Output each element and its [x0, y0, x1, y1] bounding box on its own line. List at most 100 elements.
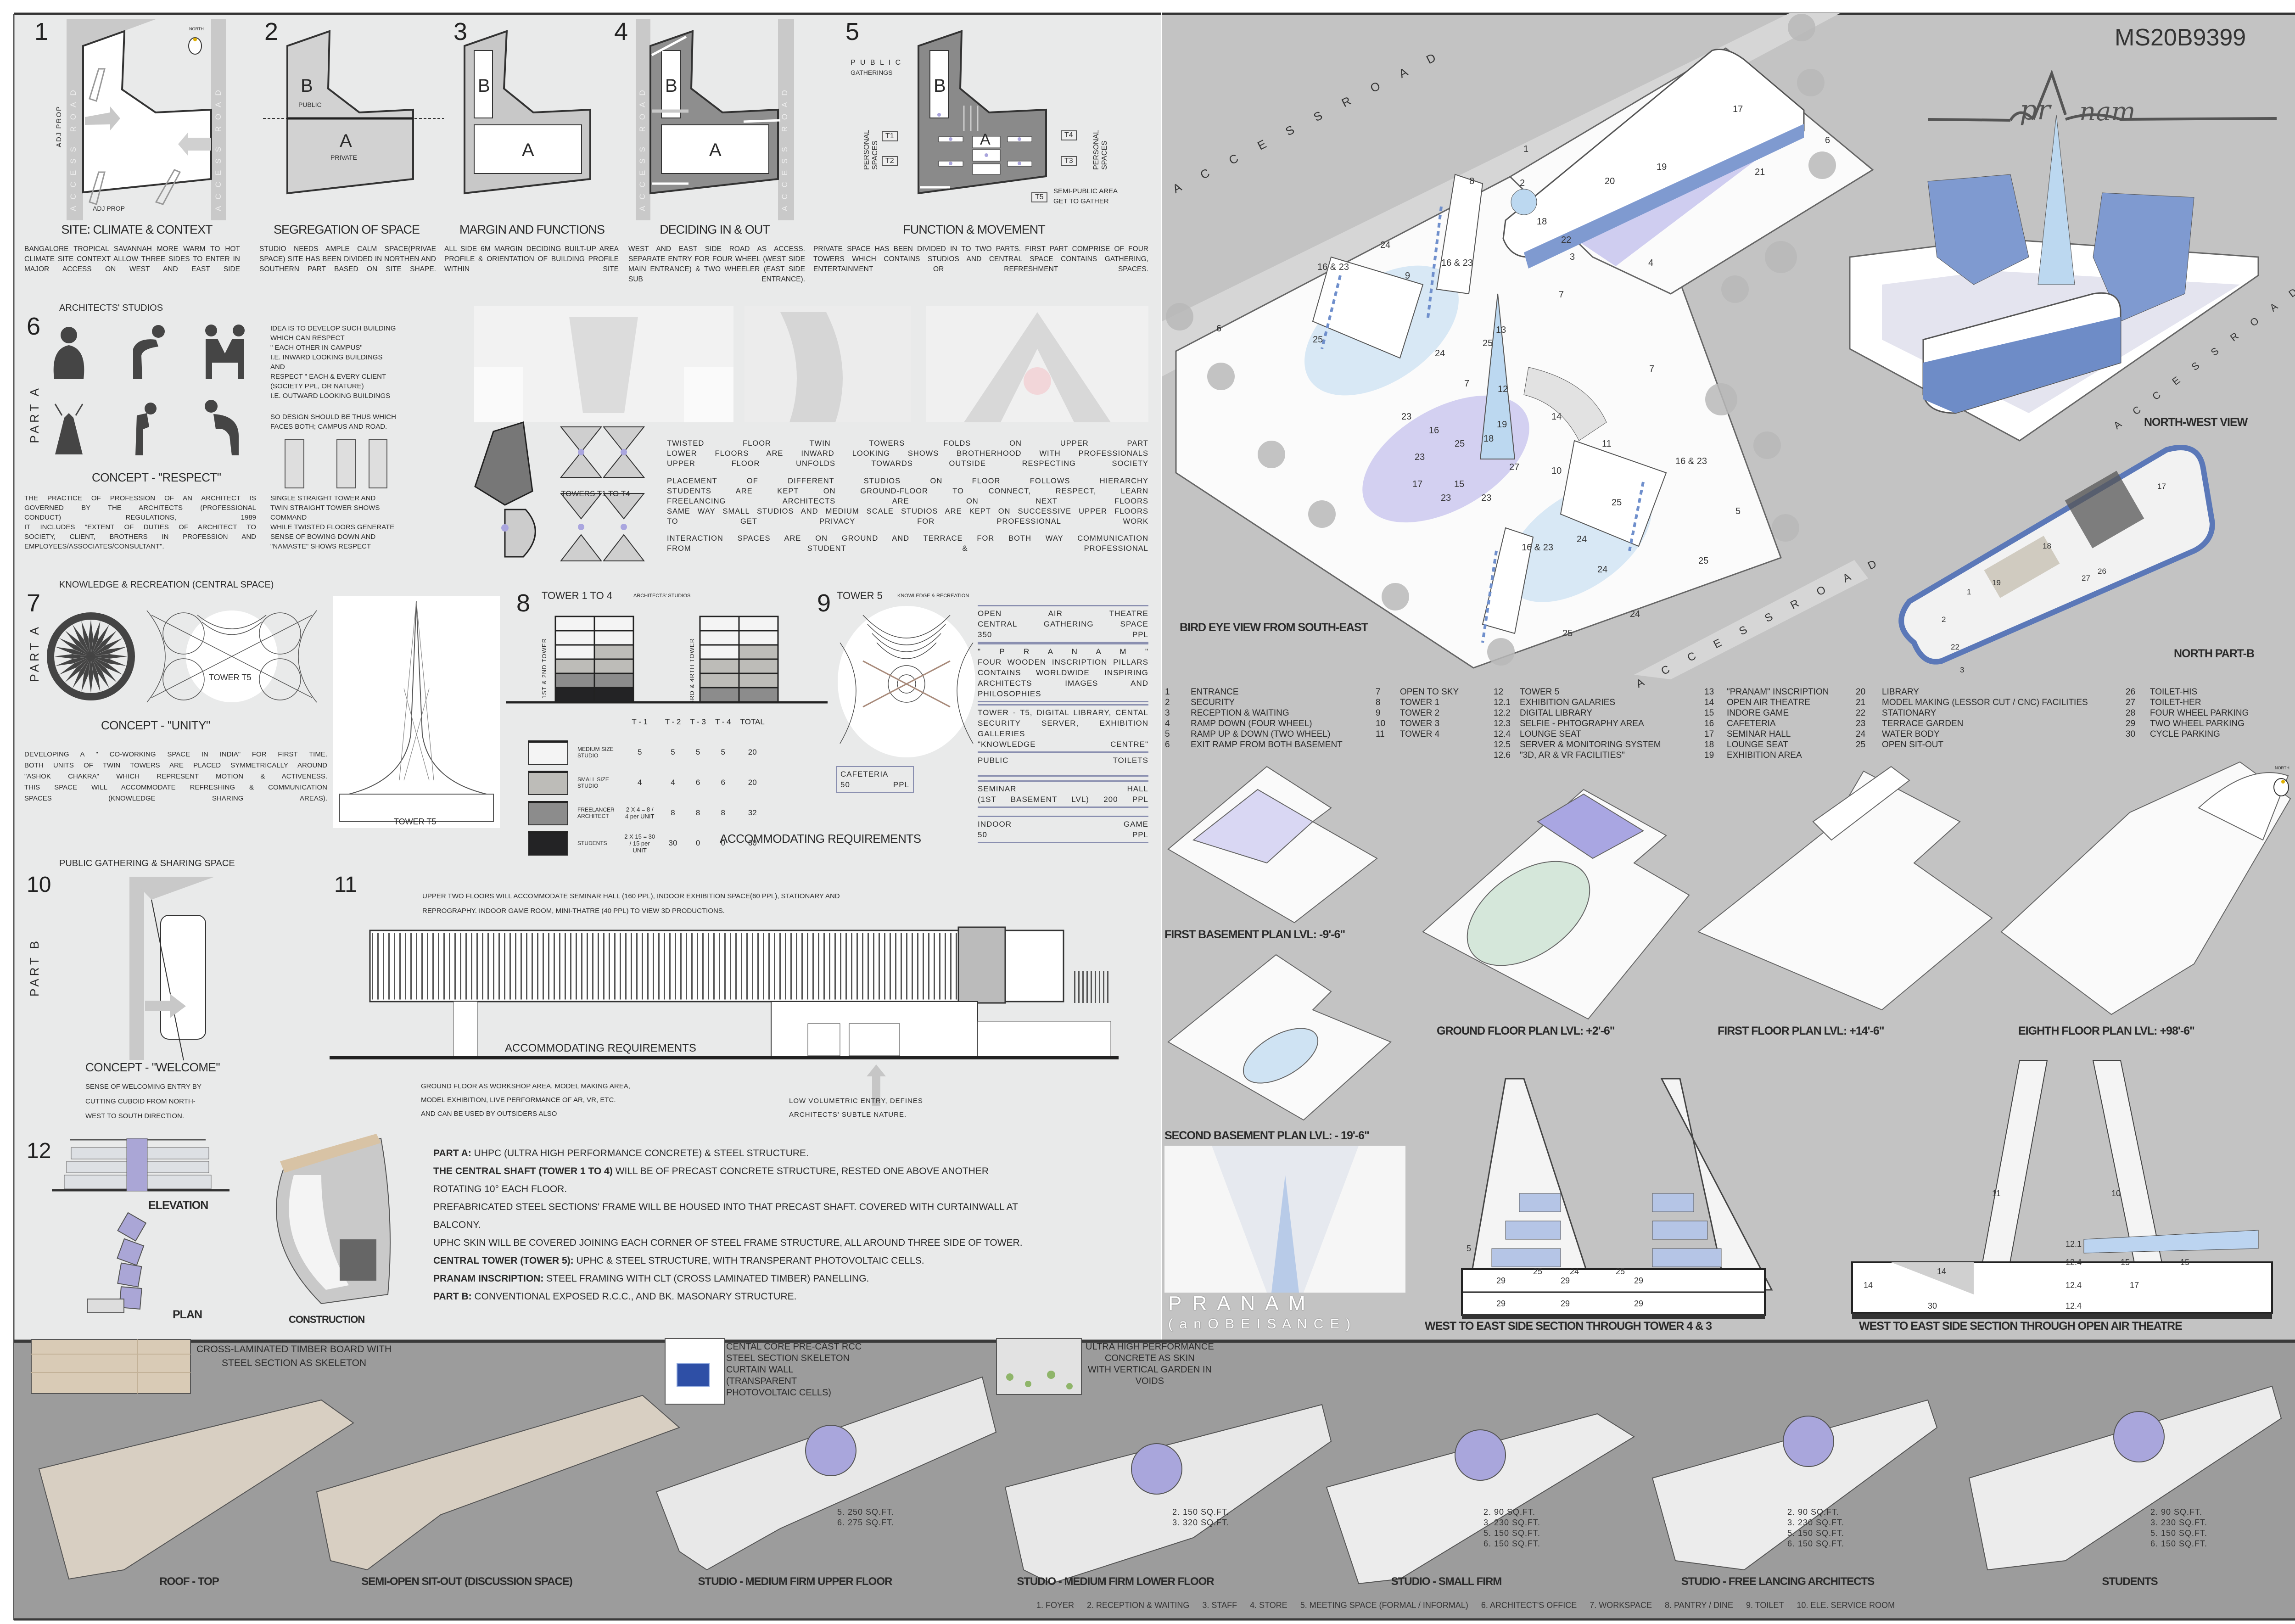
text-line: FOUR WOODEN INSCRIPTION PILLARS	[978, 658, 1148, 666]
map-number-label: 27	[2082, 574, 2090, 582]
construction-line-text: STEEL FRAMING WITH CLT (CROSS LAMINATED …	[543, 1273, 869, 1284]
map-number-label: 24	[1597, 565, 1608, 575]
room-legend-item: 5. MEETING SPACE (FORMAL / INFORMAL)	[1300, 1601, 1468, 1610]
legend-number: 23	[1856, 719, 1866, 728]
studio-unit-block	[699, 658, 740, 674]
floor-plan-label: STUDIO - MEDIUM FIRM UPPER FLOOR	[698, 1575, 893, 1588]
row-label: STUDENTS	[577, 840, 607, 846]
section-number: 8	[516, 589, 531, 617]
section-number-label: 29	[1634, 1276, 1644, 1285]
room-legend-item: 9. TOILET	[1746, 1601, 1784, 1610]
map-number-label: 24	[1630, 609, 1640, 619]
map-number-label: 10	[1551, 466, 1562, 476]
construction-line: UPHC SKIN WILL BE COVERED JOINING EACH C…	[433, 1234, 1023, 1252]
zone-b-label: B	[301, 76, 313, 96]
area-label: 2. 90 SQ.FT.	[1787, 1507, 1840, 1517]
floor-plan-label: ROOF - TOP	[159, 1575, 219, 1588]
tower-tag: T4	[1061, 130, 1077, 140]
legend-number: 4	[1165, 719, 1170, 728]
text-line: BOTH UNITS OF TWIN TOWERS ARE PLACED SYM…	[24, 762, 327, 769]
studio-unit-block	[738, 687, 779, 703]
legend-number: 3	[1165, 708, 1170, 718]
construction-line: PREFABRICATED STEEL SECTIONS' FRAME WILL…	[433, 1198, 1023, 1216]
zone-a-label: A	[522, 140, 534, 160]
legend-number: 17	[1704, 729, 1714, 739]
legend-label: OPEN SIT-OUT	[1882, 740, 1944, 750]
studio-unit-block	[738, 616, 779, 632]
legend-number: 14	[1704, 698, 1714, 707]
studio-unit-block	[593, 687, 634, 703]
material-uhpc-image	[996, 1338, 1082, 1395]
step-number: 4	[614, 18, 628, 45]
map-number-label: 11	[1602, 439, 1612, 449]
legend-label: CYCLE PARKING	[2150, 729, 2220, 739]
construction-line-heading: PART A:	[433, 1148, 471, 1159]
step-number: 2	[264, 18, 279, 45]
concept-renders	[474, 306, 1148, 422]
studio-unit-block	[699, 687, 740, 703]
text-line: UPPER FLOOR UNFOLDS TOWARDS OUTSIDE RESP…	[667, 459, 1148, 468]
legend-number: 30	[2126, 729, 2136, 739]
legend-label: TOWER 2	[1400, 708, 1440, 718]
studio-unit-block	[593, 672, 634, 689]
personal-spaces-label: PERSONAL SPACES	[1092, 130, 1108, 170]
legend-number: 8	[1376, 698, 1381, 707]
north-arrow-icon	[2273, 778, 2289, 796]
room-legend-item: 6. ARCHITECT'S OFFICE	[1481, 1601, 1577, 1610]
section-number-label: 15	[2121, 1258, 2130, 1267]
straight-tower-diagrams	[285, 439, 387, 488]
ashok-chakra-icon	[47, 612, 135, 700]
text-line: FACES BOTH; CAMPUS AND ROAD.	[270, 423, 387, 431]
tree-icons	[1166, 14, 1836, 666]
floor-plans	[1167, 761, 2291, 1121]
table-cell: 8	[695, 808, 700, 817]
map-number-label: 22	[1951, 643, 1959, 651]
text-line: SAME WAY SMALL STUDIOS AND MEDIUM SCALE …	[667, 507, 1148, 515]
personal-spaces-label: PERSONAL SPACES	[863, 130, 879, 170]
step-title: DECIDING IN & OUT	[660, 223, 770, 236]
map-number-label: 7	[1649, 364, 1655, 374]
legend-number: 12.1	[1494, 698, 1511, 707]
concept-title: CONCEPT - "WELCOME"	[85, 1060, 220, 1074]
zone-b-label: B	[478, 76, 490, 96]
legend-label: STATIONARY	[1882, 708, 1937, 718]
step-title: FUNCTION & MOVEMENT	[903, 223, 1045, 236]
text-line: LOWER FLOORS ARE INWARD LOOKING SHOWS BR…	[667, 449, 1148, 458]
section-number-label: 11	[1992, 1189, 2001, 1198]
studio-unit-block	[554, 616, 595, 632]
table-cell: 2 X 15 = 30 / 15 per UNIT	[624, 833, 655, 854]
map-number-label: 27	[1509, 462, 1520, 472]
map-number-label: 6	[1825, 135, 1830, 146]
step-number: 1	[34, 18, 49, 45]
part-label: PART B	[28, 938, 41, 997]
section-number: 12	[27, 1139, 51, 1163]
legend-label: SEMINAR HALL	[1727, 729, 1791, 739]
text-line: SO DESIGN SHOULD BE THUS WHICH	[270, 413, 396, 421]
step-description: WEST AND EAST SIDE ROAD AS ACCESS. SEPAR…	[628, 245, 805, 283]
construction-line: THE CENTRAL SHAFT (TOWER 1 TO 4) WILL BE…	[433, 1162, 1023, 1180]
bird-eye-view-label: BIRD EYE VIEW FROM SOUTH-EAST	[1180, 621, 1368, 634]
map-number-label: 23	[1415, 452, 1425, 462]
text-line: THIS SPACE WILL ACCOMMODATE REFRESHING &…	[24, 784, 327, 791]
text-line: I.E. INWARD LOOKING BUILDINGS	[270, 353, 383, 361]
design-text: SO DESIGN SHOULD BE THUS WHICH FACES BOTH…	[270, 412, 396, 431]
chakra-spoke	[73, 656, 91, 689]
section-number: 6	[27, 313, 41, 340]
legend-label: EXHIBITION GALARIES	[1520, 698, 1615, 707]
legend-label: RAMP UP & DOWN (TWO WHEEL)	[1191, 729, 1331, 739]
text-line: CENTRAL GATHERING SPACE	[978, 620, 1148, 628]
svg-text:pr: pr	[2020, 94, 2052, 126]
text-line: CONTAINS WORLDWIDE INSPIRING	[978, 668, 1148, 677]
text-line: 50 PPL	[978, 830, 1148, 839]
tower-pair-label: 3RD & 4RTH TOWER	[688, 638, 695, 704]
area-label: 3. 320 SQ.FT.	[1172, 1518, 1230, 1527]
text-line: LOW VOLUMETRIC ENTRY, DEFINES	[789, 1097, 923, 1105]
legend-number: 11	[1376, 729, 1385, 739]
legend-number: 12	[1494, 687, 1504, 697]
chakra-spoke	[54, 654, 91, 659]
